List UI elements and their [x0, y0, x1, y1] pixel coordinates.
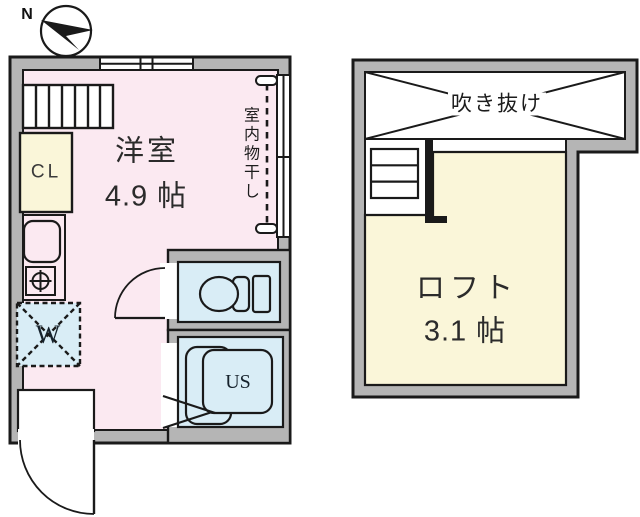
ladder-icon — [369, 147, 420, 200]
toilet-door-opening — [160, 263, 178, 319]
toilet-icon — [198, 274, 272, 314]
washer-label: W — [35, 320, 61, 349]
void-label: 吹き抜け — [448, 92, 546, 116]
window-right-icon — [276, 74, 291, 238]
shower-unit-icon — [184, 345, 274, 426]
stairs-icon — [21, 83, 115, 130]
unit-floor-plan — [8, 55, 292, 515]
loft-partition-wall — [425, 139, 433, 223]
main-room-size: 4.9 帖 — [104, 180, 188, 213]
compass-north-arrow — [41, 20, 93, 50]
main-room-label: 洋室 — [114, 135, 180, 168]
entrance-opening — [18, 429, 94, 445]
loft-room-size: 3.1 帖 — [423, 315, 507, 348]
compass-icon — [39, 4, 93, 58]
drying-pole-icon — [255, 75, 278, 234]
entrance-alcove — [16, 388, 96, 433]
closet-label: CL — [30, 161, 62, 183]
shower-label: US — [225, 371, 251, 393]
sink-icon — [22, 219, 62, 264]
indoor-drying-label: 室内物干し — [241, 106, 258, 202]
loft-room-label: ロフト — [415, 272, 519, 305]
compass-north-label: N — [21, 6, 33, 23]
washer-space-icon — [15, 301, 82, 368]
toilet-door-arc — [114, 267, 166, 320]
entrance-door-arc — [19, 439, 96, 515]
loft-floor-plan — [351, 58, 639, 399]
window-top-icon — [99, 56, 194, 71]
stove-icon — [25, 266, 56, 296]
folding-door-icon — [162, 394, 216, 430]
closet-box — [18, 131, 74, 214]
kitchen-counter — [23, 214, 66, 301]
loft-partition-cap — [425, 216, 447, 223]
shower-door-opening — [161, 343, 178, 427]
